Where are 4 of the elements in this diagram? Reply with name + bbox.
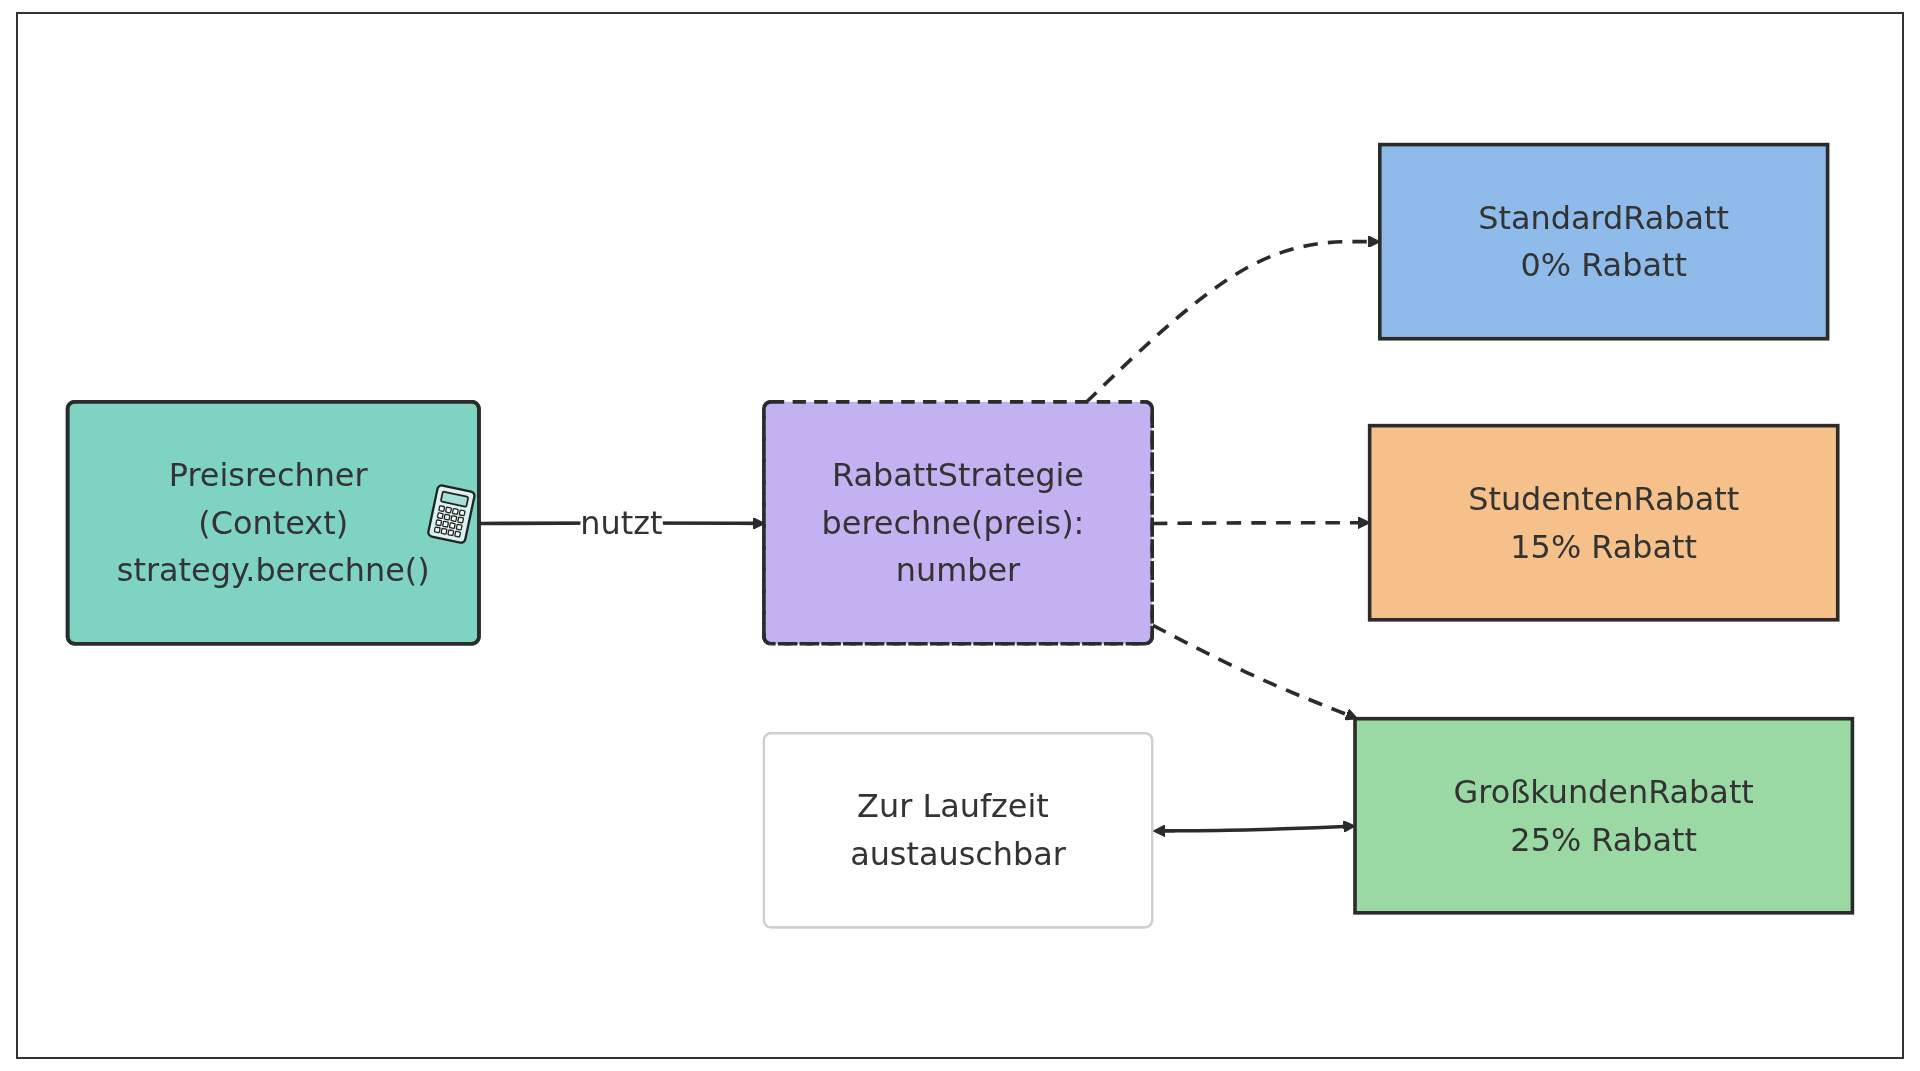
node-box (1367, 423, 1840, 622)
diagram-frame: nutzt Preisrechner (Context) strategy.berechne() RabattStrategie berechne(preis): number StandardRabatt 0% Rabatt StudentenRabatt 15% Rabatt GroßkundenRabatt 25% Rabatt Zur Laufzeit austauschbar (16, 12, 1904, 1059)
node-box (1353, 716, 1855, 915)
node-box (1378, 142, 1830, 341)
